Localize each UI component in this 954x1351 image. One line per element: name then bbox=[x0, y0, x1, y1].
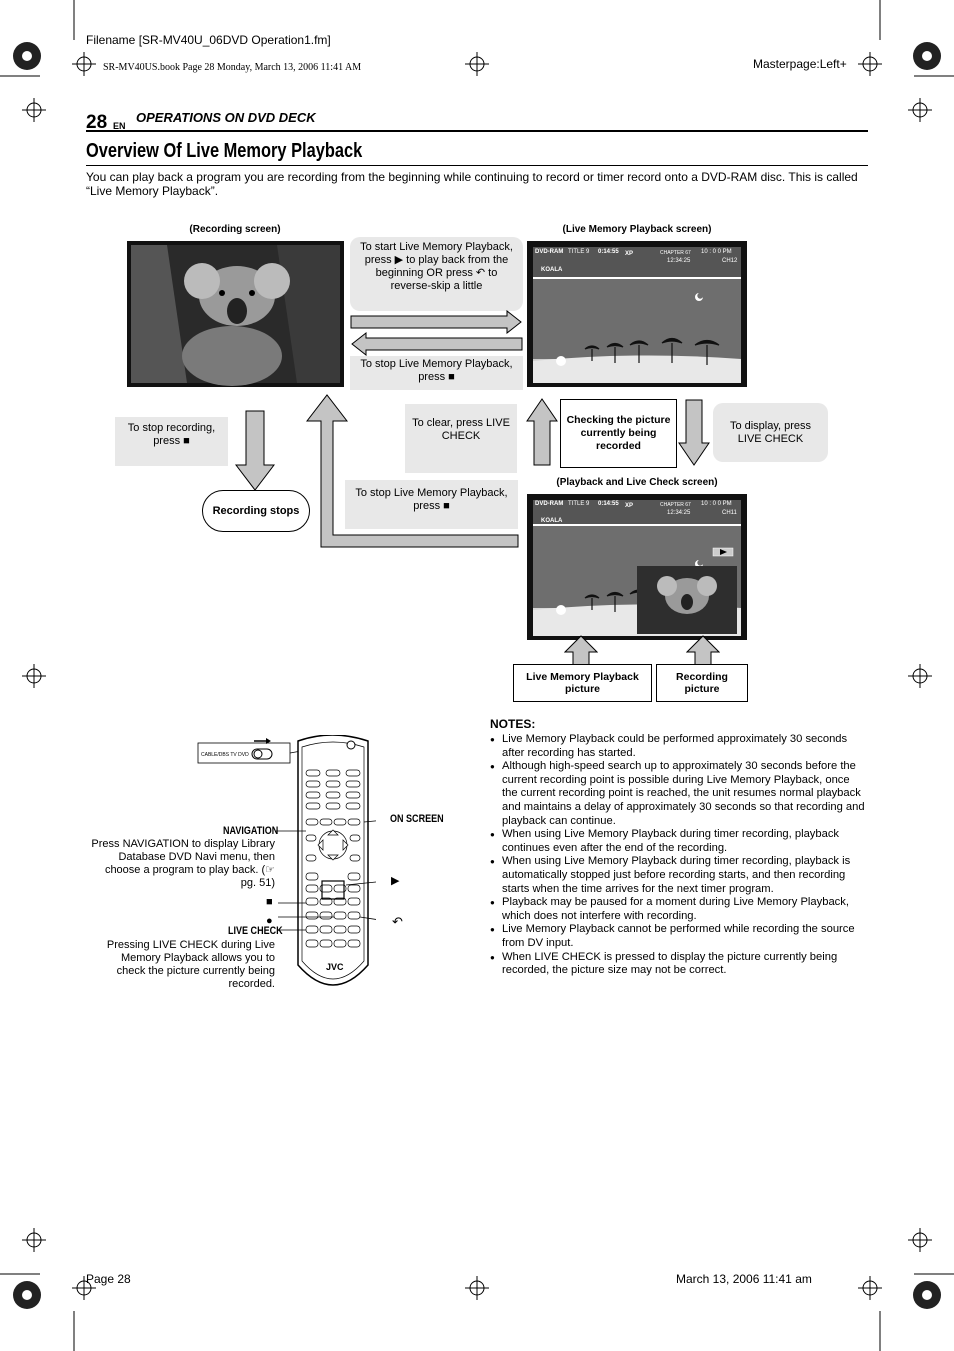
language-tag: EN bbox=[113, 121, 126, 131]
remote-switch-labels: CABLE/DBS TV DVD bbox=[201, 752, 249, 758]
recording-picture-box: Recording picture bbox=[656, 664, 748, 702]
live-picture-box: Live Memory Playback picture bbox=[513, 664, 652, 702]
note-item: Playback may be paused for a moment duri… bbox=[490, 896, 866, 923]
osd2-clock: 10 : 0 0 PM bbox=[701, 501, 732, 507]
clear-live-check-box: To clear, press LIVE CHECK bbox=[405, 404, 517, 473]
osd-program: KOALA bbox=[541, 267, 563, 273]
stop-recording-text: To stop recording, press ■ bbox=[127, 422, 216, 447]
page-heading: Overview Of Live Memory Playback bbox=[86, 140, 363, 162]
osd2-program: KOALA bbox=[541, 518, 563, 524]
section-title: OPERATIONS ON DVD DECK bbox=[136, 110, 316, 125]
osd-title: TITLE 9 bbox=[568, 249, 590, 255]
recording-stops-text: Recording stops bbox=[212, 505, 300, 517]
start-instruction-box: To start Live Memory Playback, press ▶ t… bbox=[350, 237, 523, 311]
stop-symbol: ■ bbox=[266, 896, 273, 908]
up-arrow-clear bbox=[526, 398, 558, 466]
stop-playback-text-top: To stop Live Memory Playback, press ■ bbox=[360, 358, 513, 383]
note-item: Although high-speed search up to approxi… bbox=[490, 760, 866, 828]
notes-list: Live Memory Playback could be performed … bbox=[490, 733, 866, 978]
clear-live-check-text: To clear, press LIVE CHECK bbox=[412, 417, 510, 442]
intro-paragraph: You can play back a program you are reco… bbox=[86, 170, 858, 198]
osd-clock: 10 : 0 0 PM bbox=[701, 249, 732, 255]
osd-chapter: CHAPTER 67 bbox=[660, 250, 691, 256]
note-item: When LIVE CHECK is pressed to display th… bbox=[490, 951, 866, 978]
down-arrow-display bbox=[678, 399, 710, 466]
section-rule bbox=[86, 130, 868, 132]
recording-picture-text: Recording picture bbox=[676, 671, 728, 695]
note-item: When using Live Memory Playback during t… bbox=[490, 855, 866, 896]
navigation-description: Press NAVIGATION to display Library Data… bbox=[91, 838, 275, 889]
start-instruction-text: To start Live Memory Playback, press ▶ t… bbox=[360, 241, 513, 292]
return-arrow bbox=[305, 394, 519, 548]
checking-picture-box: Checking the picture currently being rec… bbox=[560, 399, 677, 468]
skip-symbol: ↶ bbox=[392, 914, 403, 929]
recording-screen-image bbox=[127, 241, 344, 387]
osd2-chapter: CHAPTER 67 bbox=[660, 502, 691, 508]
notes-title: NOTES: bbox=[490, 717, 536, 731]
stop-playback-box-bottom: To stop Live Memory Playback, press ■ bbox=[345, 480, 518, 529]
osd2-elapsed: 12:34:25 bbox=[667, 510, 691, 516]
check-screen-label: (Playback and Live Check screen) bbox=[556, 477, 718, 488]
live-screen-label: (Live Memory Playback screen) bbox=[562, 224, 712, 235]
rec-symbol: ● bbox=[266, 915, 273, 927]
note-item: Live Memory Playback could be performed … bbox=[490, 733, 866, 760]
play-symbol: ▶ bbox=[391, 875, 400, 887]
osd-time: 0:14:55 bbox=[598, 249, 619, 255]
stop-playback-text-bottom: To stop Live Memory Playback, press ■ bbox=[355, 487, 508, 512]
live-check-screen bbox=[527, 494, 747, 640]
footer-page: Page 28 bbox=[86, 1272, 131, 1286]
osd-channel: CH12 bbox=[722, 258, 738, 264]
note-item: When using Live Memory Playback during t… bbox=[490, 828, 866, 855]
up-arrow-recording-picture bbox=[686, 635, 720, 666]
transfer-arrows bbox=[350, 310, 523, 356]
footer-date: March 13, 2006 11:41 am bbox=[676, 1272, 812, 1286]
live-picture-text: Live Memory Playback picture bbox=[526, 671, 639, 695]
checking-picture-text: Checking the picture currently being rec… bbox=[566, 414, 671, 452]
osd2-mode: XP bbox=[625, 503, 634, 509]
recording-screen-label: (Recording screen) bbox=[189, 224, 281, 235]
live-check-description: Pressing LIVE CHECK during Live Memory P… bbox=[106, 939, 275, 990]
display-live-check-box: To display, press LIVE CHECK bbox=[713, 403, 828, 462]
filename-label: Filename [SR-MV40U_06DVD Operation1.fm] bbox=[86, 33, 331, 47]
osd2-title: TITLE 9 bbox=[568, 501, 590, 507]
osd-disc: DVD-RAM bbox=[535, 249, 564, 255]
osd-elapsed: 12:34:25 bbox=[667, 258, 691, 264]
navigation-title: NAVIGATION bbox=[223, 825, 279, 837]
remote-control-illustration bbox=[197, 735, 376, 986]
note-item: Live Memory Playback cannot be performed… bbox=[490, 923, 866, 950]
remote-brand: JVC bbox=[326, 962, 344, 972]
stop-playback-box-top: To stop Live Memory Playback, press ■ bbox=[350, 356, 523, 390]
stop-recording-box: To stop recording, press ■ bbox=[115, 417, 228, 466]
heading-rule bbox=[86, 165, 868, 166]
live-check-title: LIVE CHECK bbox=[228, 925, 283, 937]
page-number: 28 bbox=[86, 112, 108, 133]
masterpage-label: Masterpage:Left+ bbox=[753, 57, 847, 71]
osd2-disc: DVD-RAM bbox=[535, 501, 564, 507]
recording-stops-node: Recording stops bbox=[202, 490, 310, 532]
osd-mode: XP bbox=[625, 251, 634, 257]
osd2-time: 0:14:55 bbox=[598, 501, 619, 507]
down-arrow-stop bbox=[234, 410, 276, 491]
up-arrow-live-picture bbox=[564, 635, 598, 666]
book-info: SR-MV40US.book Page 28 Monday, March 13,… bbox=[103, 62, 362, 73]
live-playback-screen bbox=[527, 241, 747, 387]
on-screen-label: ON SCREEN bbox=[390, 813, 444, 825]
osd2-channel: CH11 bbox=[722, 510, 737, 516]
display-live-check-text: To display, press LIVE CHECK bbox=[729, 419, 812, 445]
